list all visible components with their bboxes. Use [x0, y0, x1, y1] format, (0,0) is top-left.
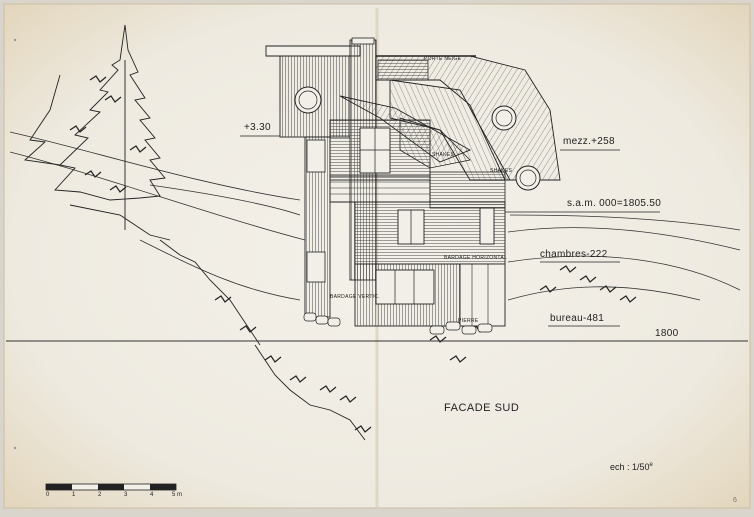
ground-window [375, 269, 435, 305]
level-label-chambres: chambres-222 [540, 249, 608, 260]
tower-window [306, 251, 326, 283]
stone-base [459, 263, 506, 327]
scale-tick: 1 [72, 492, 76, 498]
scale-tick: 0 [46, 492, 50, 498]
scale-tick: 5 m [172, 492, 183, 498]
level-label-bureau: bureau-481 [550, 313, 605, 324]
scale-ratio: ech : 1/50 [610, 462, 650, 472]
annotation-shakes: SHAKES [490, 168, 513, 174]
porthole-window [491, 105, 517, 131]
tower-window [306, 139, 326, 173]
annotation-bardage-vertical: BARDAGE VERTIC. [330, 294, 380, 300]
annotation-shakes: SHAKES [432, 152, 455, 158]
registration-mark [13, 446, 17, 450]
narrow-window [479, 207, 495, 245]
scale-tick: 2 [98, 492, 102, 498]
tree-group-left [23, 24, 366, 441]
scale-label: ech : 1/50e [610, 462, 653, 472]
scale-tick: 3 [124, 492, 128, 498]
drawing-title: FACADE SUD [444, 402, 520, 414]
annotation-porte-neige: PORTE NEIGE [424, 56, 462, 62]
ground-level-label: 1800 [655, 328, 679, 339]
annotation-pierre: PIERRE [458, 318, 479, 324]
level-lines [240, 135, 660, 327]
scale-bar [45, 483, 177, 491]
level-label-mezz: mezz.+258 [563, 136, 615, 147]
annotation-bardage-horizontal: BARDAGE HORIZONTAL [444, 255, 508, 261]
house-elevation [265, 37, 561, 335]
registration-mark [13, 38, 17, 42]
tower-roof [265, 45, 361, 57]
level-label-sam: s.a.m. 000=1805.50 [567, 198, 662, 209]
porthole-window [515, 165, 541, 191]
scale-superscript: e [649, 462, 653, 468]
terrain-lines [9, 131, 741, 301]
level-label-330: +3.30 [244, 122, 271, 133]
page-number: 6 [733, 497, 737, 504]
stone-steps [303, 312, 493, 335]
scale-tick: 4 [150, 492, 154, 498]
tree-scribbles [69, 75, 637, 433]
